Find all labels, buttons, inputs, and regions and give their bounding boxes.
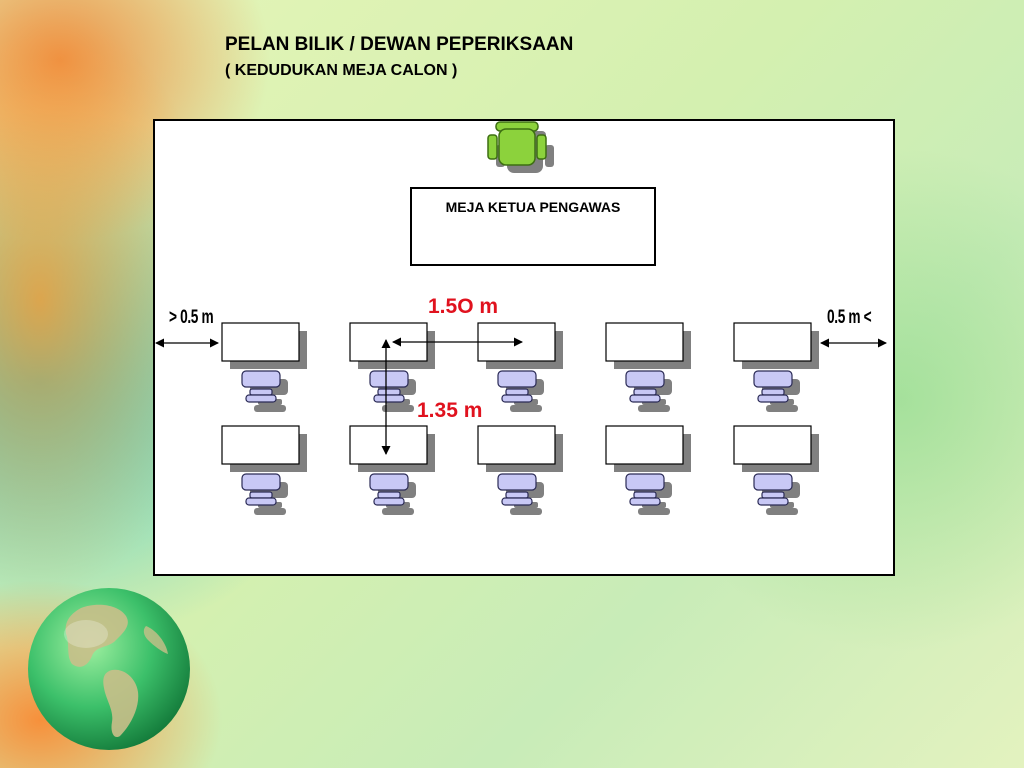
candidate-desk bbox=[477, 322, 563, 412]
candidate-desks-row-1 bbox=[221, 322, 819, 412]
office-chair-icon bbox=[487, 121, 554, 173]
chair-icon bbox=[369, 370, 416, 412]
candidate-desk bbox=[349, 425, 435, 515]
left-margin-label: > 0.5 m bbox=[169, 307, 214, 328]
chair-icon bbox=[625, 473, 672, 515]
page-title: PELAN BILIK / DEWAN PEPERIKSAAN bbox=[225, 34, 574, 55]
horizontal-gap-label: 1.5O m bbox=[428, 295, 499, 318]
chair-icon bbox=[241, 473, 288, 515]
chair-icon bbox=[625, 370, 672, 412]
chair-icon bbox=[241, 370, 288, 412]
candidate-desk bbox=[733, 322, 819, 412]
candidate-desk bbox=[221, 425, 307, 515]
chair-icon bbox=[753, 473, 800, 515]
chair-icon bbox=[369, 473, 416, 515]
right-margin-label: 0.5 m < bbox=[827, 307, 872, 328]
chair-icon bbox=[497, 370, 544, 412]
room-plan: MEJA KETUA PENGAWAS 1.5O m 1.35 m > 0.5 … bbox=[153, 119, 895, 576]
candidate-desk bbox=[605, 322, 691, 412]
vertical-gap-label: 1.35 m bbox=[417, 399, 483, 422]
candidate-desk bbox=[221, 322, 307, 412]
room-plan-drawing bbox=[155, 121, 887, 515]
candidate-desk bbox=[477, 425, 563, 515]
candidate-desks-row-2 bbox=[221, 425, 819, 515]
chair-icon bbox=[497, 473, 544, 515]
globe-icon bbox=[28, 588, 190, 750]
page-subtitle: ( KEDUDUKAN MEJA CALON ) bbox=[225, 62, 458, 79]
candidate-desk bbox=[733, 425, 819, 515]
candidate-desk bbox=[605, 425, 691, 515]
chair-icon bbox=[753, 370, 800, 412]
supervisor-table: MEJA KETUA PENGAWAS bbox=[410, 187, 656, 266]
supervisor-table-label: MEJA KETUA PENGAWAS bbox=[445, 199, 621, 215]
